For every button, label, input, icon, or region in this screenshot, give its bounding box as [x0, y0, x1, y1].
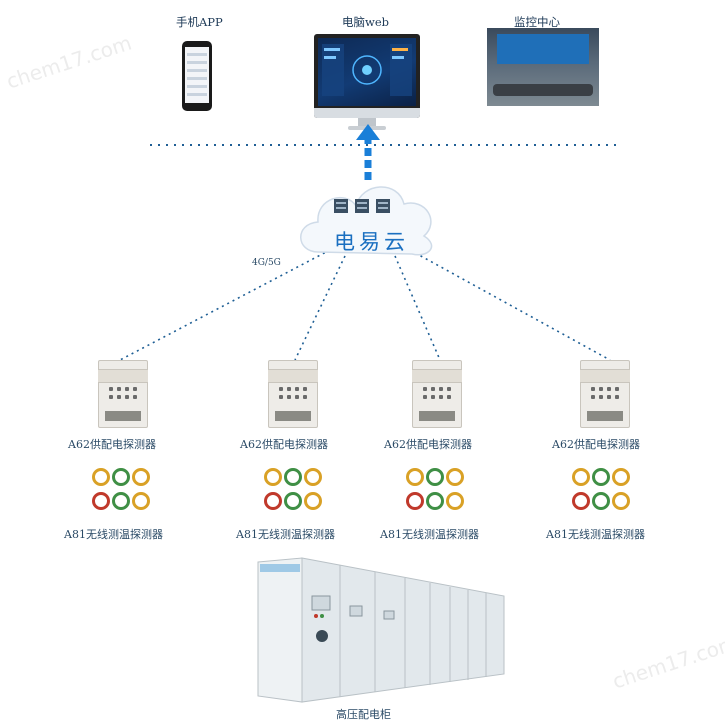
link-device-3: [394, 255, 441, 361]
a62-device-2: [268, 360, 318, 428]
a81-label-1: A81无线测温探测器: [64, 528, 163, 541]
link-device-4: [409, 249, 611, 361]
a81-label-4: A81无线测温探测器: [546, 528, 645, 541]
phone-icon: [182, 41, 212, 111]
web-label: 电脑web: [342, 15, 390, 29]
a81-sensor-cluster-4: [570, 466, 636, 516]
link-device-2: [294, 255, 346, 361]
cabinet-label: 高压配电柜: [336, 708, 391, 721]
a81-sensor-cluster-1: [90, 466, 156, 516]
monitor-stand: [358, 118, 376, 128]
a62-label-4: A62供配电探测器: [552, 438, 640, 451]
cloud-label: 电易云: [334, 230, 409, 254]
a62-label-2: A62供配电探测器: [240, 438, 328, 451]
server-icons: [334, 199, 390, 213]
network-type-label: 4G/5G: [252, 258, 281, 268]
monitor-center-label: 监控中心: [514, 15, 560, 29]
upload-arrow-head: [356, 124, 380, 140]
a62-label-3: A62供配电探测器: [384, 438, 472, 451]
a62-label-1: A62供配电探测器: [68, 438, 156, 451]
cloud-icon: [300, 186, 433, 256]
a81-sensor-cluster-3: [404, 466, 470, 516]
a62-device-4: [580, 360, 630, 428]
monitor-icon: [314, 34, 420, 118]
link-device-1: [119, 249, 331, 361]
a62-device-3: [412, 360, 462, 428]
a81-sensor-cluster-2: [262, 466, 328, 516]
switchgear-image: [257, 557, 505, 703]
app-label: 手机APP: [176, 15, 223, 29]
a81-label-2: A81无线测温探测器: [236, 528, 335, 541]
a62-device-1: [98, 360, 148, 428]
control-room-photo: [487, 28, 599, 106]
a81-label-3: A81无线测温探测器: [380, 528, 479, 541]
